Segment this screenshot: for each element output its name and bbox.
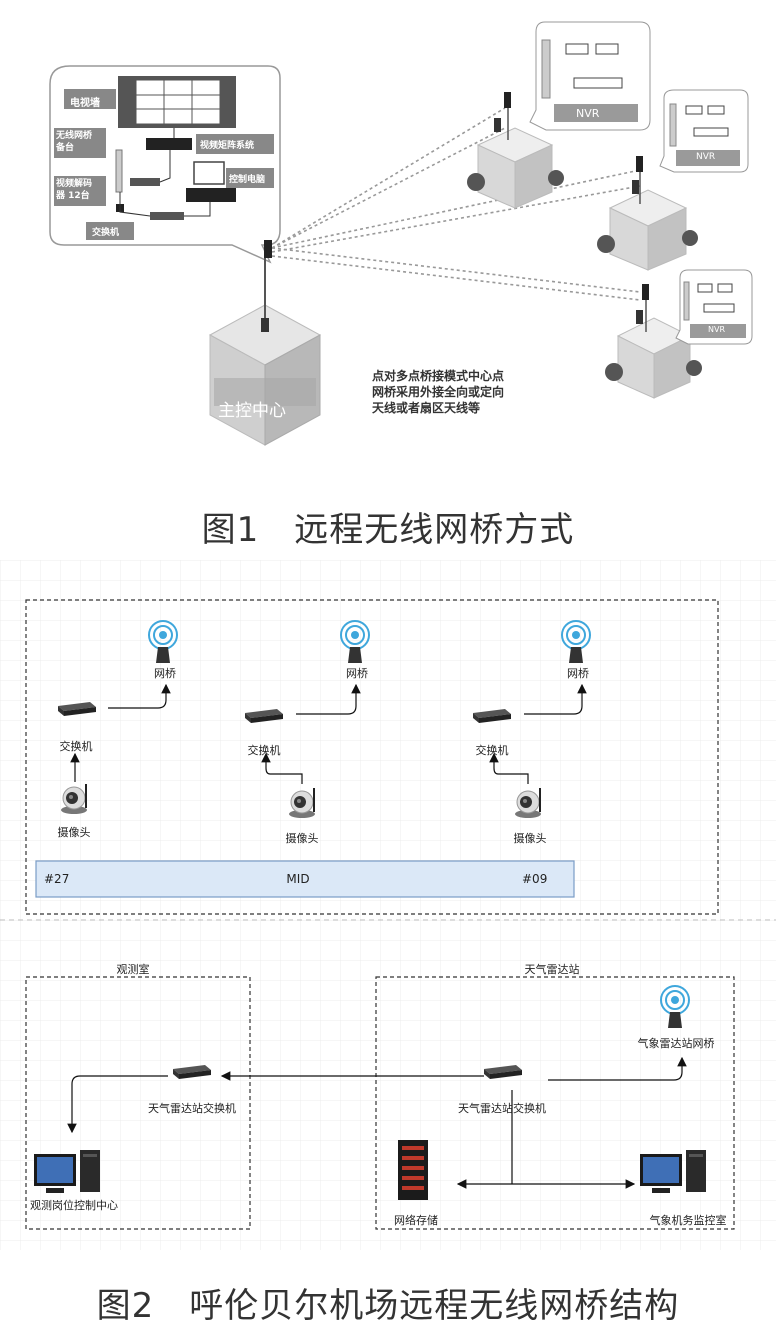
radar-switch-label: 天气雷达站交换机: [458, 1102, 546, 1115]
storage-rack-icon: [398, 1140, 428, 1200]
camera-label-2: 摄像头: [285, 832, 319, 845]
radar-station-group: [375, 976, 735, 1230]
switch-box: [150, 212, 184, 220]
camera-label-3: 摄像头: [513, 832, 547, 845]
arrow-switch1-bridge: [108, 683, 171, 709]
matrix-box: [146, 138, 192, 150]
camera-label-1: 摄像头: [57, 826, 91, 839]
radar-pc-label: 气象机务监控室: [649, 1214, 727, 1227]
obs-pc-label: 观测岗位控制中心: [30, 1199, 118, 1212]
nvr-label-3: NVR: [708, 325, 726, 334]
arrow-camera3-switch: [489, 752, 529, 784]
obs-switch-label: 天气雷达站交换机: [148, 1102, 236, 1115]
bridge-label-3: 网桥: [567, 667, 589, 680]
bridge-label-1: 网桥: [154, 667, 176, 680]
observation-room-title: 观测室: [116, 963, 150, 976]
remote-building-2: [597, 156, 698, 271]
arrow-switch2-bridge: [296, 683, 361, 715]
control-pc-label: 控制电脑: [229, 175, 266, 185]
storage-label: 网络存储: [394, 1214, 438, 1227]
figure1-diagram: [49, 21, 753, 446]
tv-wall-label: 电视墙: [70, 98, 100, 109]
remote-building-1: [467, 92, 564, 209]
bridge-note: 点对多点桥接模式中心点 网桥采用外接全向或定向 天线或者扇区天线等: [372, 369, 505, 415]
airfield-group: [25, 599, 719, 915]
equipment-callout: [49, 65, 281, 264]
switch-label: 交换机: [92, 228, 120, 238]
nvr-callout-1: [529, 21, 651, 131]
observation-room-group: [25, 976, 251, 1230]
nvr-callout-2: [659, 89, 749, 173]
center-label: 主控中心: [218, 401, 286, 421]
nvr-callout-3: [675, 269, 753, 345]
arrow-switch3-bridge: [524, 683, 587, 715]
arrow-camera2-switch: [261, 752, 303, 784]
radio-beams: [271, 107, 641, 301]
figure2-caption: 图2 呼伦贝尔机场远程无线网桥结构: [96, 1286, 680, 1326]
runway-label-27: #27: [44, 872, 70, 886]
runway-label-09: #09: [522, 872, 548, 886]
radar-station-title: 天气雷达站: [524, 963, 580, 976]
control-pc: [193, 161, 225, 185]
figure1-caption: 图1 远程无线网桥方式: [201, 510, 575, 550]
runway-label-mid: MID: [286, 872, 310, 886]
matrix-label: 视频矩阵系统: [200, 141, 255, 151]
switch-label-3: 交换机: [475, 744, 509, 757]
bridge-label-2: 网桥: [346, 667, 368, 680]
remote-building-3: [605, 284, 702, 399]
wireless-bridge-label: 无线网桥 备台: [56, 131, 93, 153]
switch-label-2: 交换机: [247, 744, 281, 757]
decoder-label: 视频解码 器 12台: [56, 179, 93, 201]
runway-bar: [35, 860, 575, 898]
arrow-obsswitch-pc: [67, 1075, 168, 1134]
nvr-label-2: NVR: [696, 152, 716, 162]
figure2-diagram: [0, 560, 776, 1250]
arrow-radarswitch-bridge: [548, 1056, 687, 1081]
main-control-center: [208, 240, 322, 446]
switch-label-1: 交换机: [59, 740, 93, 753]
nvr-label-1: NVR: [576, 107, 600, 120]
radar-bridge-label: 气象雷达站网桥: [637, 1037, 715, 1050]
